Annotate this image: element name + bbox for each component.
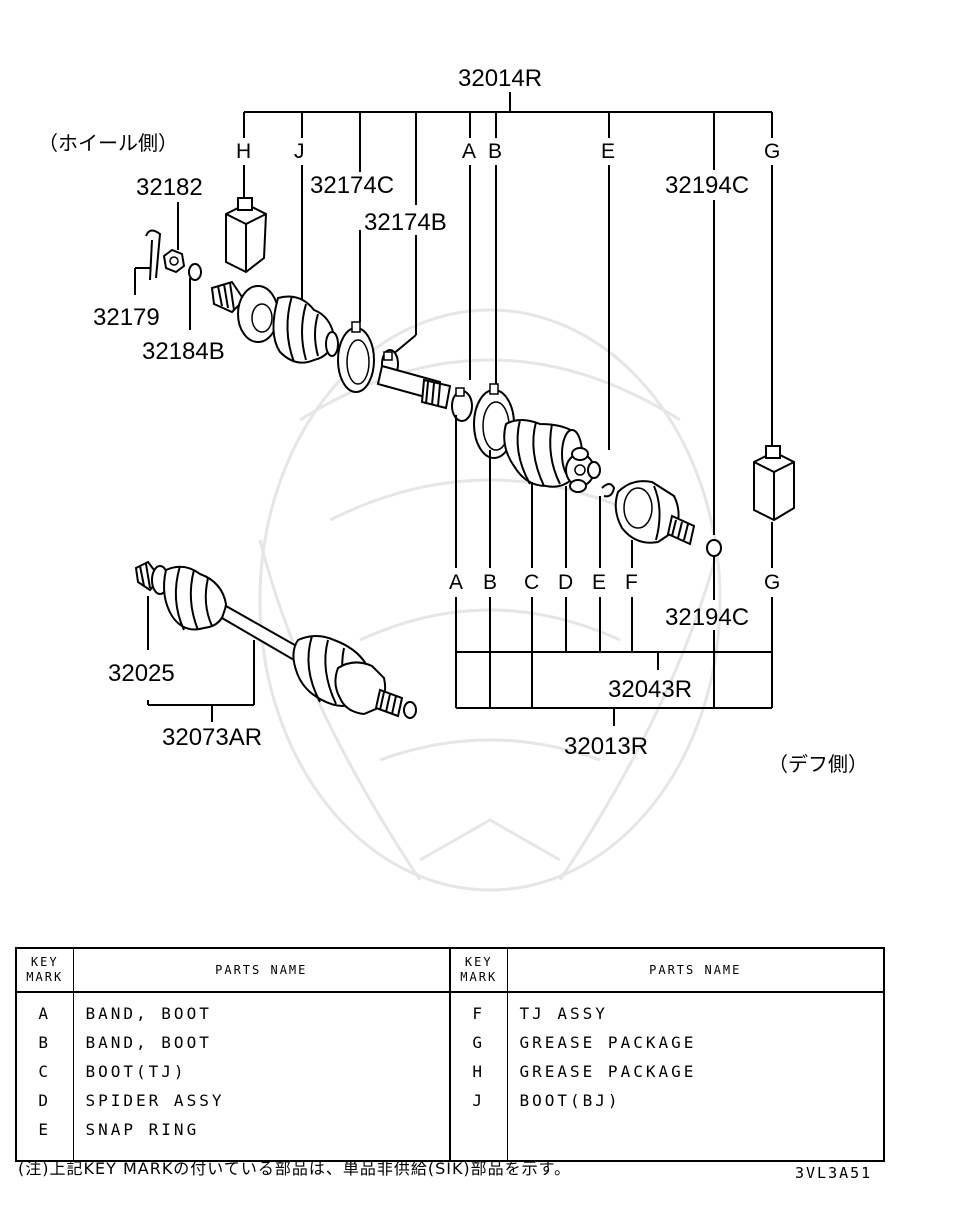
key-letter-top-H: H: [236, 140, 251, 163]
label-32073AR: 32073AR: [162, 724, 262, 751]
exploded-drive-shaft-diagram: 32014R （ホイール側） H J A B E G 32182 32174C …: [38, 65, 868, 892]
key-letter-bottom-A: A: [449, 571, 463, 594]
label-32179: 32179: [93, 304, 160, 331]
label-wheel-side: （ホイール側）: [38, 131, 178, 155]
bracket-32073AR: [147, 596, 255, 722]
key-letter-top-B: B: [488, 140, 502, 163]
bracket-32013R: [456, 707, 772, 726]
key-letter-bottom-F: F: [625, 571, 638, 594]
key-mark-cell: [449, 1115, 507, 1144]
key-letter-top-G: G: [764, 140, 780, 163]
bracket-32043R: [455, 597, 773, 708]
key-letter-bottom-C: C: [524, 571, 539, 594]
snap-ring-E: [601, 483, 616, 498]
key-mark-cell: G: [449, 1028, 507, 1057]
label-32014R: 32014R: [458, 65, 542, 92]
label-32194C-bottom: 32194C: [665, 604, 749, 631]
leader-lines: [134, 165, 773, 535]
drawing-code: 3VL3A51: [795, 1164, 873, 1182]
header-parts-name-left: PARTS NAME: [72, 948, 450, 993]
part-name-cell: SNAP RING: [72, 1115, 450, 1144]
label-32174B: 32174B: [364, 209, 447, 236]
spacer-cell: [72, 1144, 450, 1161]
key-mark-cell: H: [449, 1057, 507, 1086]
table-row: A BAND, BOOT F TJ ASSY: [16, 992, 884, 1028]
key-mark-cell: C: [38, 1062, 52, 1081]
grease-package-G: [753, 445, 795, 522]
key-letter-top-E: E: [601, 140, 615, 163]
spider-assy-D: [565, 447, 601, 493]
part-name-cell: SPIDER ASSY: [72, 1086, 450, 1115]
label-32025: 32025: [108, 660, 175, 687]
shaft: [376, 364, 452, 410]
key-letter-bottom-B: B: [483, 571, 497, 594]
part-name-cell: BOOT(TJ): [72, 1057, 450, 1086]
label-32174C: 32174C: [310, 172, 394, 199]
label-32182: 32182: [136, 174, 203, 201]
key-mark-cell: J: [449, 1086, 507, 1115]
label-32194C-top: 32194C: [665, 172, 749, 199]
leader-lines-lower: [455, 415, 773, 600]
key-mark-cell: D: [38, 1091, 52, 1110]
part-name-cell: GREASE PACKAGE: [506, 1057, 884, 1086]
outer-joint-bj: [210, 280, 339, 364]
part-name-cell: [506, 1115, 884, 1144]
part-name-cell: BAND, BOOT: [72, 992, 450, 1028]
table-row-spacer: [16, 1144, 884, 1161]
part-name-cell: BAND, BOOT: [72, 1028, 450, 1057]
band-A: [451, 387, 473, 422]
footnote: (注)上記KEY MARKの付いている部品は、単品非供給(SIK)部品を示す。: [18, 1159, 572, 1178]
part-name-cell: GREASE PACKAGE: [506, 1028, 884, 1057]
key-mark-cell: F: [449, 992, 507, 1028]
spacer-cell: [506, 1144, 884, 1161]
label-32184B: 32184B: [142, 338, 225, 365]
spacer-cell: [449, 1144, 507, 1161]
label-diff-side: （デフ側）: [768, 752, 868, 776]
key-letter-bottom-G: G: [764, 571, 780, 594]
key-letter-bottom-D: D: [558, 571, 573, 594]
key-letter-bottom-E: E: [592, 571, 606, 594]
part-name-cell: TJ ASSY: [506, 992, 884, 1028]
table-row: C BOOT(TJ) H GREASE PACKAGE: [16, 1057, 884, 1086]
bracket-32014R: [243, 92, 773, 205]
label-32013R: 32013R: [564, 733, 648, 760]
table-row: E SNAP RING: [16, 1115, 884, 1144]
key-mark-cell: B: [38, 1033, 52, 1052]
washer-32184B: [188, 263, 202, 281]
table-row: B BAND, BOOT G GREASE PACKAGE: [16, 1028, 884, 1057]
cotter-pin-32179: [145, 229, 162, 281]
nut-32182: [162, 248, 186, 274]
key-letter-top-J: J: [294, 140, 305, 163]
tj-assy-F: [614, 480, 722, 557]
band-32174C: [337, 321, 375, 393]
key-letter-top-A: A: [462, 140, 476, 163]
key-mark-cell: E: [38, 1120, 52, 1139]
label-32043R: 32043R: [608, 676, 692, 703]
table-row: D SPIDER ASSY J BOOT(BJ): [16, 1086, 884, 1115]
drive-shaft-assembly-32073AR: [134, 560, 417, 719]
grease-package-H: [225, 197, 268, 274]
header-parts-name-right: PARTS NAME: [506, 948, 884, 993]
key-mark-cell: A: [38, 1004, 52, 1023]
part-name-cell: BOOT(BJ): [506, 1086, 884, 1115]
